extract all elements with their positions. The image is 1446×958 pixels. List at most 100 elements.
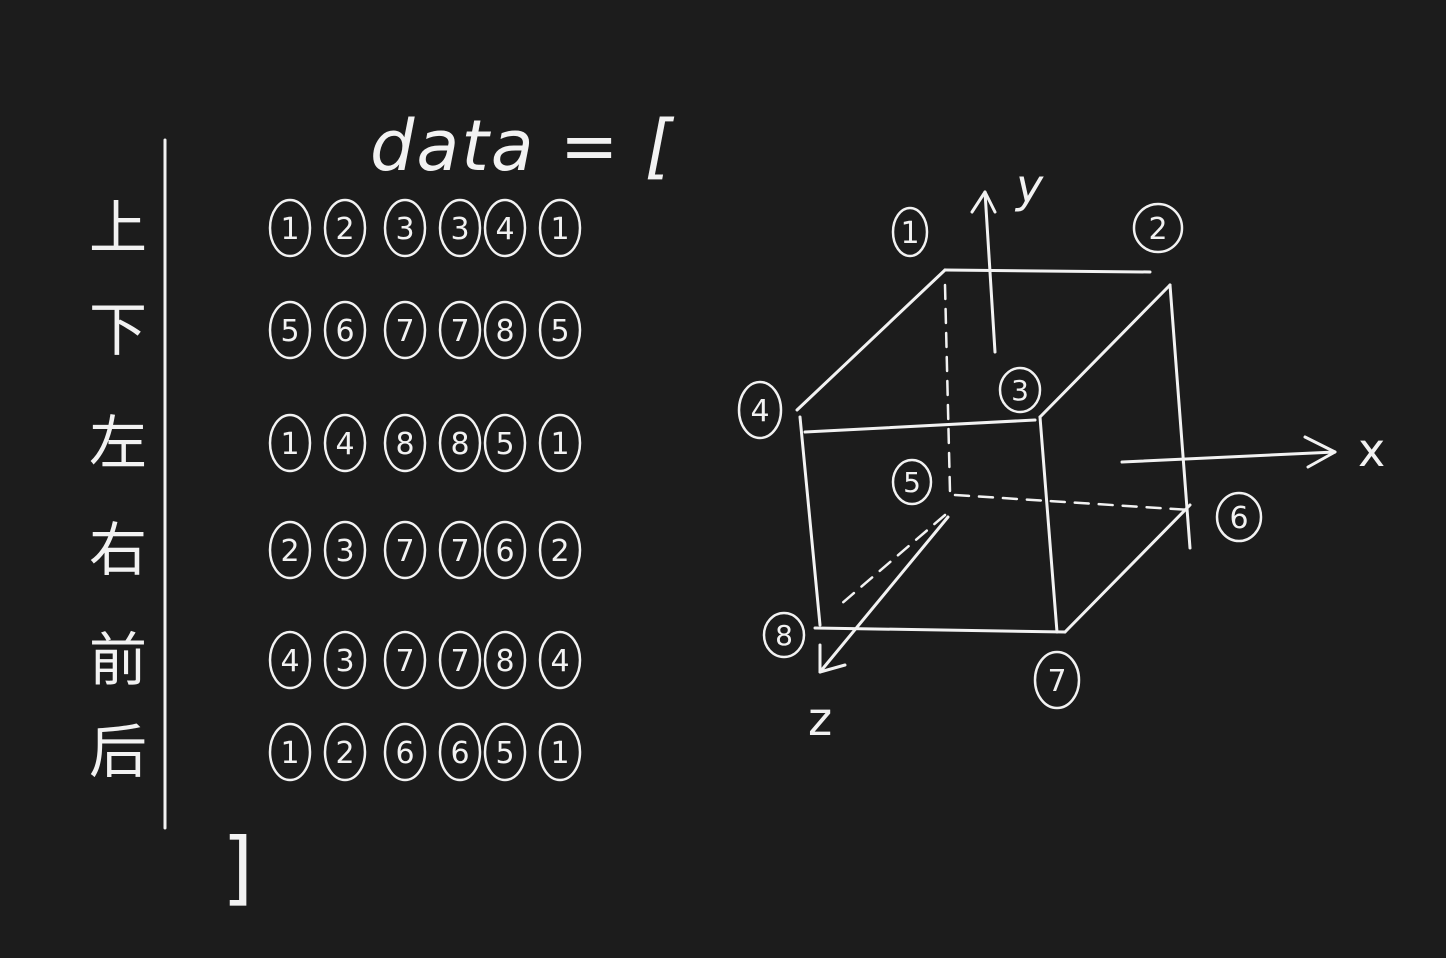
face-label: 上 <box>89 194 147 262</box>
vertex-4-marker: 4 <box>737 380 783 440</box>
sequence-vertex-number: 3 <box>450 212 469 247</box>
sequence-vertex-marker: 8 <box>383 413 427 473</box>
sequence-vertex-marker: 7 <box>383 630 427 690</box>
sequence-vertex-number: 4 <box>495 212 514 247</box>
sequence-vertex-marker: 4 <box>483 198 527 258</box>
sequence-vertex-number: 4 <box>550 644 569 679</box>
sequence-vertex-marker: 8 <box>483 300 527 360</box>
vertex-1-marker: 1 <box>891 206 929 258</box>
cube-diagram: y x z 1 2 3 4 5 6 7 <box>737 159 1385 746</box>
sequence-vertex-marker: 3 <box>323 520 367 580</box>
vertex-2-marker: 2 <box>1132 202 1184 254</box>
vertex-1-label: 1 <box>900 216 919 251</box>
sequence-vertex-number: 6 <box>335 314 354 349</box>
sequence-vertex-number: 1 <box>280 212 299 247</box>
sequence-vertex-marker: 7 <box>383 300 427 360</box>
vertex-7-label: 7 <box>1047 664 1066 699</box>
edge-2-3 <box>1038 283 1172 419</box>
vertex-5-marker: 5 <box>891 458 933 506</box>
sequence-vertex-marker: 5 <box>483 722 527 782</box>
vertex-5-label: 5 <box>903 466 921 499</box>
sequence-vertex-number: 7 <box>450 534 469 569</box>
sequence-vertex-marker: 6 <box>383 722 427 782</box>
face-label: 左 <box>89 409 147 477</box>
sequence-vertex-number: 7 <box>395 644 414 679</box>
sequence-vertex-number: 8 <box>495 314 514 349</box>
sequence-vertex-number: 3 <box>335 534 354 569</box>
face-label: 后 <box>89 718 147 786</box>
sequence-vertex-marker: 8 <box>483 630 527 690</box>
array-closing: ] <box>222 821 253 914</box>
vertex-6-marker: 6 <box>1215 491 1263 543</box>
edge-7-6 <box>1063 503 1192 634</box>
sequence-vertex-marker: 2 <box>323 198 367 258</box>
edge-1-2 <box>943 268 1152 274</box>
sequence-vertex-number: 1 <box>550 736 569 771</box>
x-axis <box>1120 450 1337 464</box>
sequence-vertex-marker: 7 <box>438 520 482 580</box>
axes <box>818 190 1337 674</box>
sequence-vertex-marker: 2 <box>323 722 367 782</box>
sequence-vertex-number: 8 <box>495 644 514 679</box>
z-axis-label: z <box>808 692 832 746</box>
sequence-vertex-number: 1 <box>550 212 569 247</box>
vertex-8-marker: 8 <box>762 611 806 659</box>
sequence-vertex-marker: 6 <box>438 722 482 782</box>
sequence-vertex-marker: 1 <box>538 413 582 473</box>
sequence-vertex-marker: 6 <box>483 520 527 580</box>
sequence-vertex-number: 2 <box>335 736 354 771</box>
cube-hidden-edges <box>838 283 1192 607</box>
sequence-vertex-marker: 3 <box>383 198 427 258</box>
sequence-vertex-marker: 1 <box>268 198 312 258</box>
face-label: 右 <box>89 516 147 584</box>
vertex-4-label: 4 <box>750 394 769 429</box>
vertex-3-marker: 3 <box>998 366 1042 414</box>
sequence-vertex-marker: 5 <box>483 413 527 473</box>
sequence-vertex-number: 3 <box>335 644 354 679</box>
sequence-vertex-number: 5 <box>495 736 514 771</box>
sequence-vertex-marker: 1 <box>268 722 312 782</box>
sequence-vertex-number: 5 <box>550 314 569 349</box>
edge-4-3 <box>803 418 1037 434</box>
sequence-vertex-number: 8 <box>450 427 469 462</box>
sequence-vertex-number: 6 <box>495 534 514 569</box>
hidden-edge-5-8 <box>838 513 947 607</box>
sequence-vertex-marker: 7 <box>438 300 482 360</box>
y-axis <box>983 190 997 354</box>
sequence-vertex-marker: 7 <box>438 630 482 690</box>
edge-1-4 <box>795 268 947 412</box>
sequence-vertex-marker: 5 <box>538 300 582 360</box>
sequence-vertex-marker: 1 <box>538 722 582 782</box>
sequence-vertex-marker: 1 <box>538 198 582 258</box>
hidden-edge-1-5 <box>943 283 952 494</box>
sequence-vertex-number: 3 <box>395 212 414 247</box>
sequence-vertex-number: 1 <box>280 427 299 462</box>
sequence-vertex-marker: 4 <box>323 413 367 473</box>
edge-4-8 <box>798 415 822 627</box>
z-axis-arrowhead <box>818 643 847 674</box>
sequence-vertex-marker: 7 <box>383 520 427 580</box>
sequence-vertex-marker: 1 <box>268 413 312 473</box>
sequence-vertex-number: 1 <box>550 427 569 462</box>
vertex-8-label: 8 <box>775 619 793 652</box>
x-axis-arrowhead <box>1303 435 1337 469</box>
sequence-vertex-number: 2 <box>550 534 569 569</box>
sequence-vertex-number: 2 <box>335 212 354 247</box>
sequence-vertex-marker: 4 <box>538 630 582 690</box>
vertex-7-marker: 7 <box>1033 650 1081 710</box>
y-axis-label: y <box>1014 159 1044 213</box>
sequence-vertex-number: 6 <box>450 736 469 771</box>
vertex-3-label: 3 <box>1011 374 1029 407</box>
sequence-vertex-number: 4 <box>335 427 354 462</box>
z-axis <box>818 515 950 674</box>
y-axis-arrowhead <box>970 190 997 214</box>
sequence-vertex-marker: 3 <box>323 630 367 690</box>
sequence-vertex-number: 4 <box>280 644 299 679</box>
vertex-6-label: 6 <box>1229 501 1248 536</box>
sequence-vertex-number: 5 <box>495 427 514 462</box>
sequence-vertex-number: 7 <box>450 314 469 349</box>
face-label: 前 <box>89 626 147 694</box>
sequence-vertex-number: 1 <box>280 736 299 771</box>
